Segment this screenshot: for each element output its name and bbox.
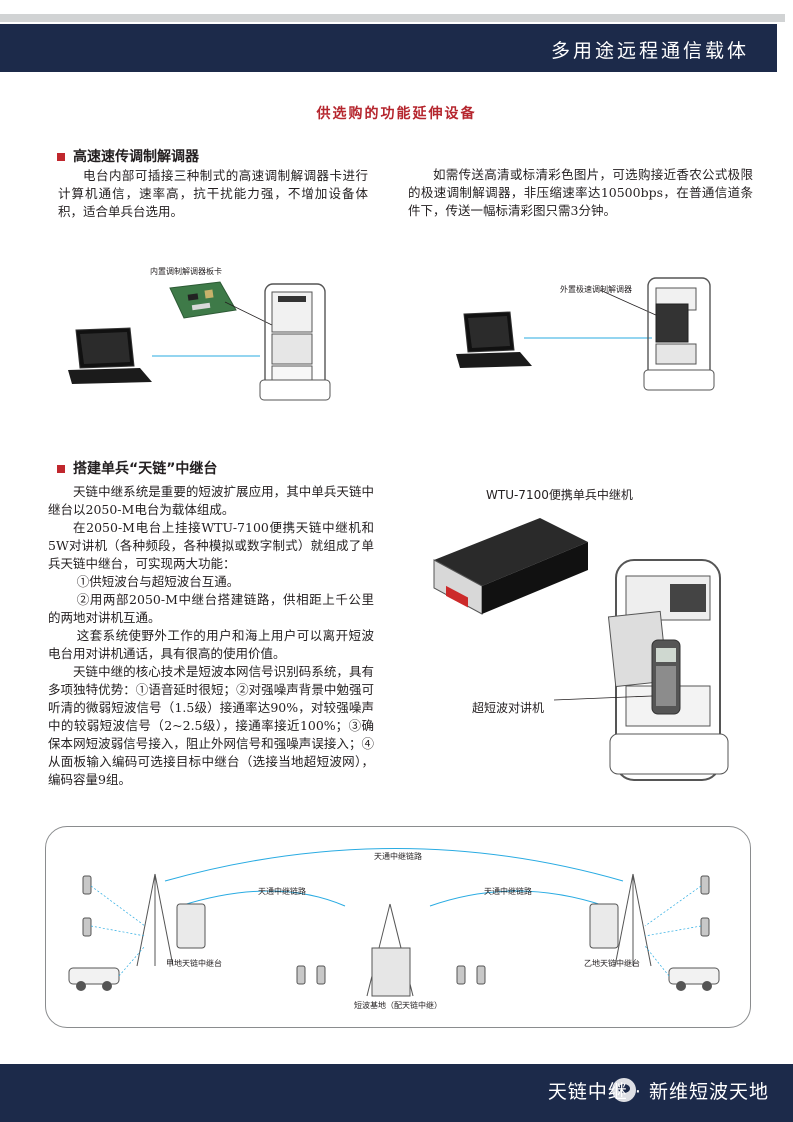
radio-station-icon xyxy=(643,277,715,391)
left-mast-icon xyxy=(136,873,174,967)
modem-card-icon xyxy=(169,281,237,319)
relay-paragraph-6: 天链中继的核心技术是短波本网信号识别码系统，具有多项独特优势：①语音延时很短；②… xyxy=(48,664,374,787)
relay-network-svg xyxy=(68,848,720,997)
header-edge xyxy=(777,24,793,72)
laptop-icon xyxy=(456,311,532,368)
diagram-right-link-label: 天通中继链路 xyxy=(484,887,532,896)
relay-paragraph-2: 在2050-M电台上挂接WTU-7100便携天链中继机和5W对讲机（各种频段，各… xyxy=(48,520,374,571)
left-station-icon xyxy=(176,903,206,949)
radio-station-icon xyxy=(259,283,331,401)
footer-bar: 天链中继 · 新维短波天地 xyxy=(0,1064,793,1122)
modem-left-paragraph: 电台内部可插接三种制式的高速调制解调器卡进行计算机通信，速率高，抗干扰能力强，不… xyxy=(58,168,368,219)
base-station-icon xyxy=(371,947,411,997)
bullet-square-icon xyxy=(57,153,65,161)
section-heading: 供选购的功能延伸设备 xyxy=(316,106,477,122)
walkie-talkie-icon xyxy=(651,639,681,715)
relay-paragraph-1: 天链中继系统是重要的短波扩展应用，其中单兵天链中继台以2050-M电台为载体组成… xyxy=(48,484,374,517)
walkie-label: 超短波对讲机 xyxy=(472,701,545,715)
internal-card-label: 内置调制解调器板卡 xyxy=(150,267,222,276)
relay-illustration xyxy=(433,518,729,781)
footer-text: 天链中继 · 新维短波天地 xyxy=(547,1081,769,1103)
modem-right-paragraph: 如需传送高清或标清彩色图片，可选购接近香农公式极限的极速调制解调器，非压缩速率达… xyxy=(408,167,753,218)
bullet-square-icon xyxy=(57,465,65,473)
relay-text: 天链中继系统是重要的短波扩展应用，其中单兵天链中继台以2050-M电台为载体组成… xyxy=(48,483,374,789)
header-title: 多用途远程通信载体 xyxy=(550,40,749,62)
external-modem-label: 外置极速调制解调器 xyxy=(560,285,632,294)
modem-heading: 高速速传调制解调器 xyxy=(57,146,199,166)
diagram-left-station-label: 甲地天链中继台 xyxy=(166,959,222,968)
relay-paragraph-4: ②用两部2050-M中继台搭建链路，供相距上千公里的两地对讲机互通。 xyxy=(48,592,374,625)
diagram-left-link-label: 天通中继链路 xyxy=(258,887,306,896)
car-icon xyxy=(668,967,720,991)
right-mast-icon xyxy=(614,873,652,967)
diagram-top-link-label: 天通中继链路 xyxy=(374,852,422,861)
relay-paragraph-5: 这套系统使野外工作的用户和海上用户可以离开短波电台用对讲机通话，具有很高的使用价… xyxy=(48,628,374,661)
diagram-right-station-label: 乙地天链中继台 xyxy=(584,959,640,968)
relay-paragraph-3: ①供短波台与超短波台互通。 xyxy=(76,574,240,589)
external-modem-illustration xyxy=(456,277,715,391)
relay-heading: 搭建单兵“天链”中继台 xyxy=(57,458,217,478)
top-gray-rule xyxy=(0,14,785,22)
modem-right-text: 如需传送高清或标清彩色图片，可选购接近香农公式极限的极速调制解调器，非压缩速率达… xyxy=(408,166,753,220)
right-station-icon xyxy=(589,903,619,949)
header-bar: 多用途远程通信载体 xyxy=(0,24,777,72)
modem-heading-text: 高速速传调制解调器 xyxy=(73,149,199,165)
relay-heading-text: 搭建单兵“天链”中继台 xyxy=(73,461,218,477)
car-icon xyxy=(68,967,120,991)
laptop-icon xyxy=(68,327,152,384)
internal-modem-illustration xyxy=(68,281,331,401)
modem-left-text: 电台内部可插接三种制式的高速调制解调器卡进行计算机通信，速率高，抗干扰能力强，不… xyxy=(58,167,368,221)
diagram-center-station-label: 短波基地（配天链中继） xyxy=(354,1001,442,1010)
relay-device-label: WTU-7100便携单兵中继机 xyxy=(486,488,633,502)
walkie-talkie-icons xyxy=(82,875,710,985)
relay-unit-icon xyxy=(433,518,588,615)
wechat-icon xyxy=(612,1078,636,1102)
